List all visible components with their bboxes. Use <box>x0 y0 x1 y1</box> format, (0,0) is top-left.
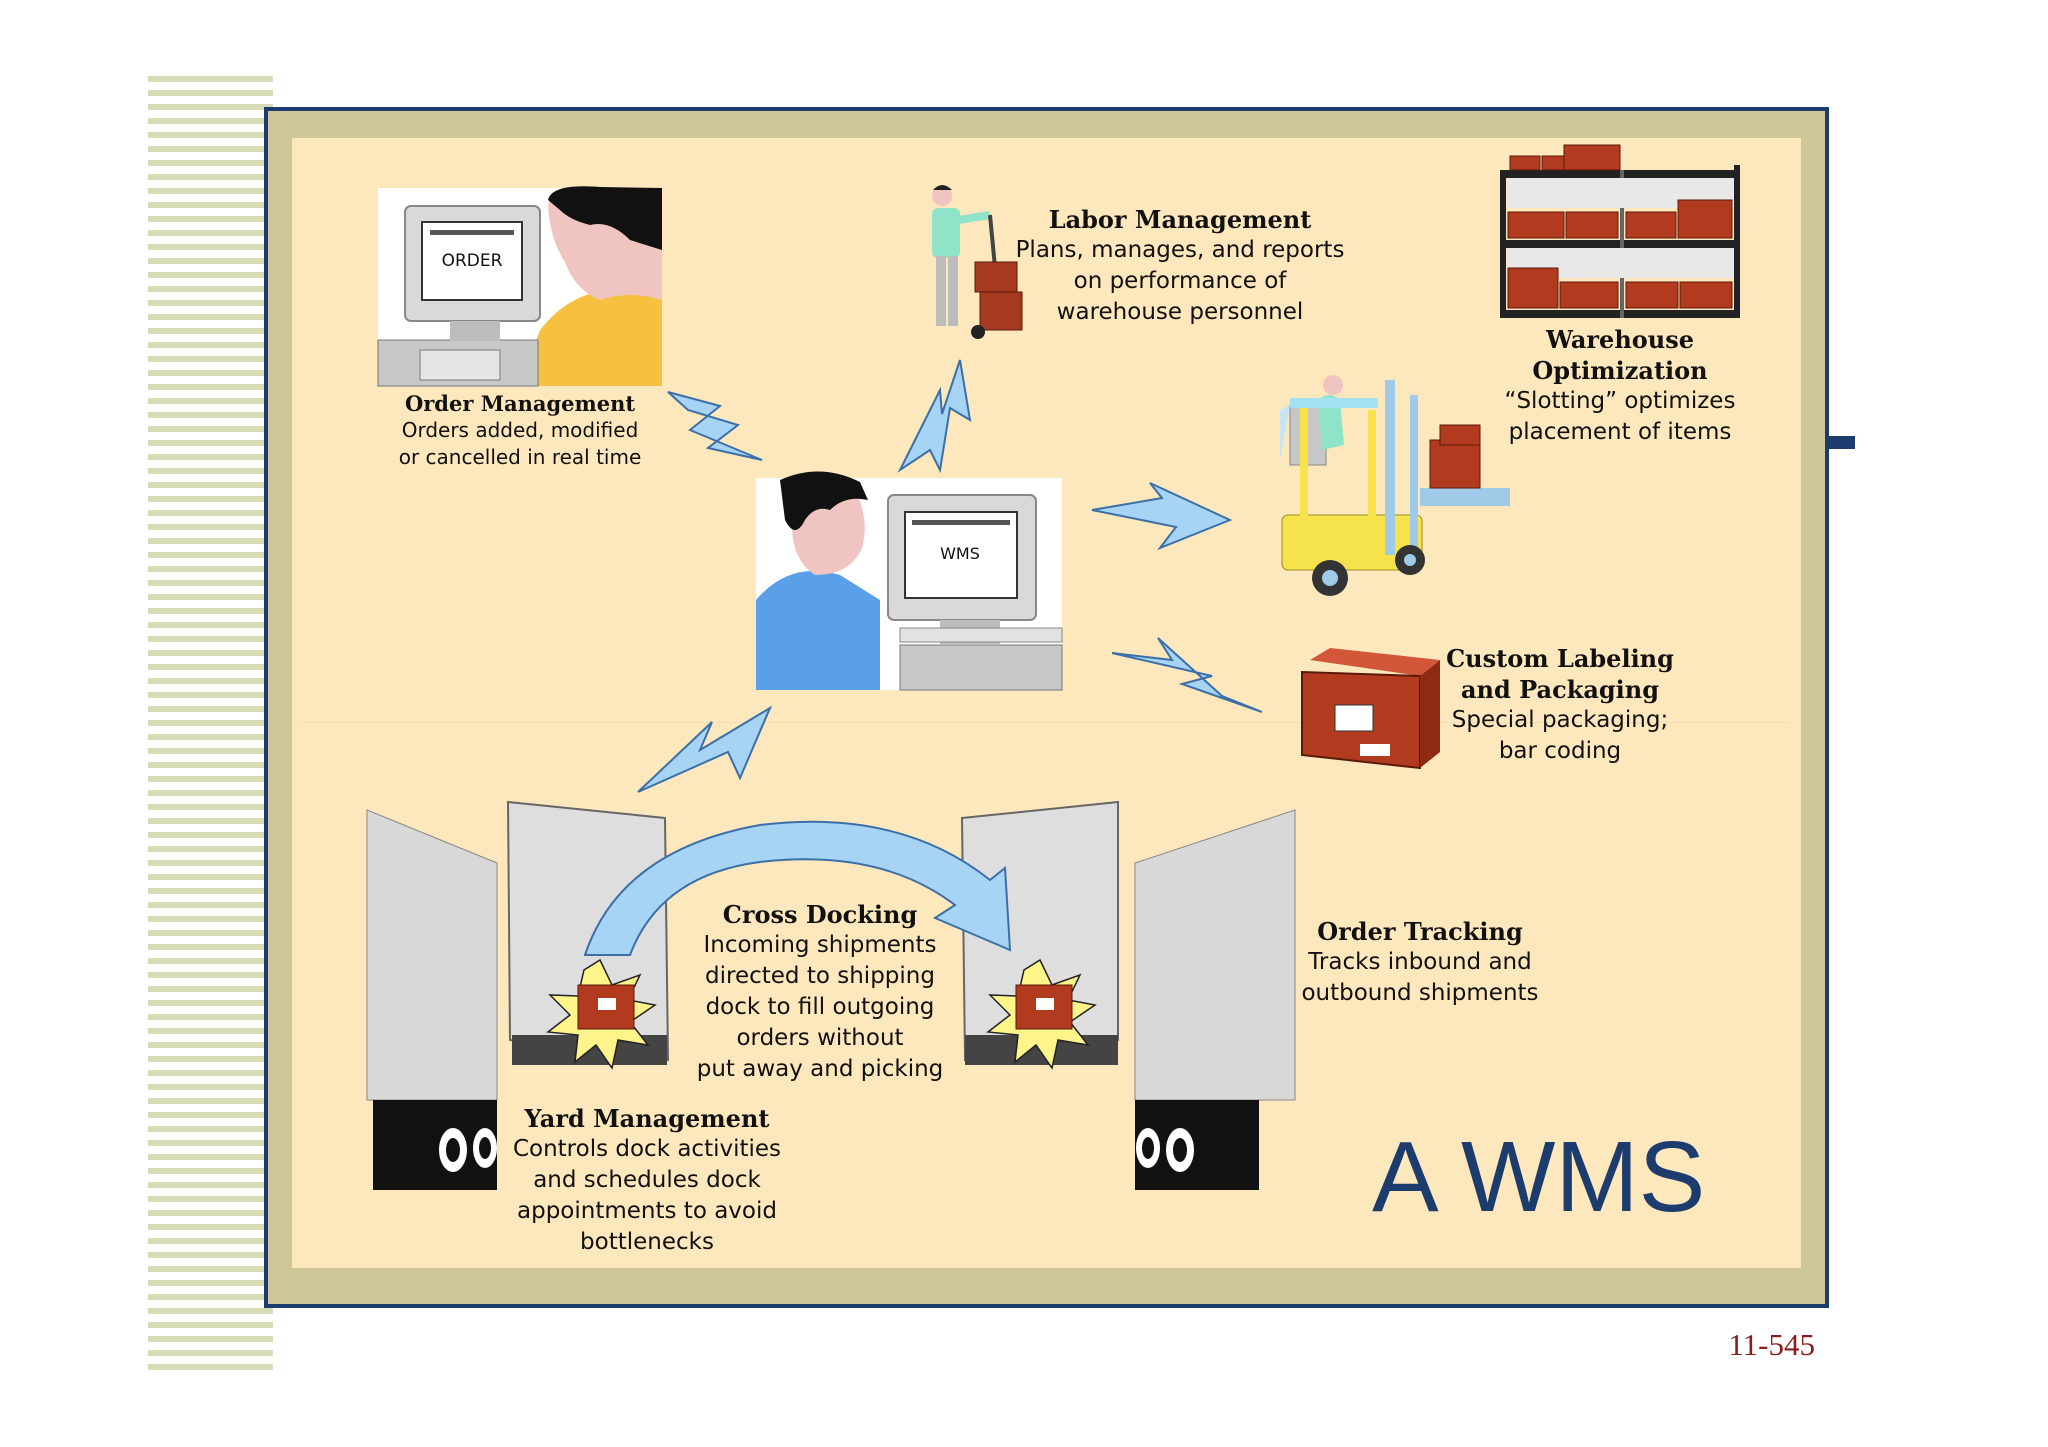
custom-labeling-title: Custom Labeling and Packaging <box>1446 644 1674 704</box>
bolt-forklift <box>1091 482 1233 551</box>
yard-management-label: Yard Management Controls dock activities… <box>508 1103 786 1258</box>
slide-title: A WMS <box>1372 1121 1706 1233</box>
cross-docking-title: Cross Docking <box>722 900 918 929</box>
labor-management-desc: Plans, manages, and reports on performan… <box>1015 237 1345 325</box>
order-tracking-desc: Tracks inbound and outbound shipments <box>1301 949 1539 1006</box>
incoming-shipment-box <box>546 958 657 1070</box>
order-management-illustration: ORDER <box>377 186 662 387</box>
page-number: 11-545 <box>1728 1327 1815 1362</box>
warehouse-optimization-label: Warehouse Optimization “Slotting” optimi… <box>1460 324 1780 448</box>
outbound-truck-illustration <box>960 800 1296 1190</box>
bolt-labeling <box>1111 637 1263 713</box>
order-management-title: Order Management <box>404 391 636 416</box>
order-screen-text: ORDER <box>442 251 503 271</box>
labor-management-title: Labor Management <box>1048 205 1312 234</box>
forklift-illustration <box>1280 375 1510 596</box>
order-tracking-label: Order Tracking Tracks inbound and outbou… <box>1300 916 1540 1009</box>
warehouse-optimization-title: Warehouse Optimization <box>1532 325 1708 385</box>
bolt-order-management <box>667 391 763 461</box>
order-management-label: Order Management Orders added, modified … <box>395 390 645 471</box>
outgoing-shipment-box <box>986 958 1097 1070</box>
labor-management-illustration <box>932 185 1023 339</box>
bolt-yard <box>637 705 773 793</box>
yard-management-title: Yard Management <box>524 1104 770 1133</box>
yard-management-desc: Controls dock activities and schedules d… <box>512 1136 782 1255</box>
order-management-desc: Orders added, modified or cancelled in r… <box>398 418 642 469</box>
bolt-labor-management <box>897 359 972 474</box>
frame-tab-marker <box>1829 436 1855 449</box>
panel-divider <box>300 722 1790 723</box>
custom-labeling-desc: Special packaging; bar coding <box>1451 707 1669 764</box>
wms-operator-illustration: WMS <box>756 471 1063 691</box>
wms-screen-text: WMS <box>940 544 980 563</box>
decorative-stripes <box>148 76 273 1372</box>
connection-bolts <box>637 359 1263 793</box>
order-tracking-title: Order Tracking <box>1317 917 1523 946</box>
cross-docking-label: Cross Docking Incoming shipments directe… <box>690 899 950 1085</box>
package-box-illustration <box>1301 648 1440 770</box>
cross-docking-desc: Incoming shipments directed to shipping … <box>696 932 944 1082</box>
cross-docking-arrow <box>583 820 1012 956</box>
inbound-truck-illustration <box>366 800 670 1190</box>
warehouse-shelf-illustration <box>1500 144 1740 318</box>
labor-management-label: Labor Management Plans, manages, and rep… <box>1000 204 1360 328</box>
custom-labeling-label: Custom Labeling and Packaging Special pa… <box>1440 643 1680 767</box>
warehouse-optimization-desc: “Slotting” optimizes placement of items <box>1504 388 1736 445</box>
